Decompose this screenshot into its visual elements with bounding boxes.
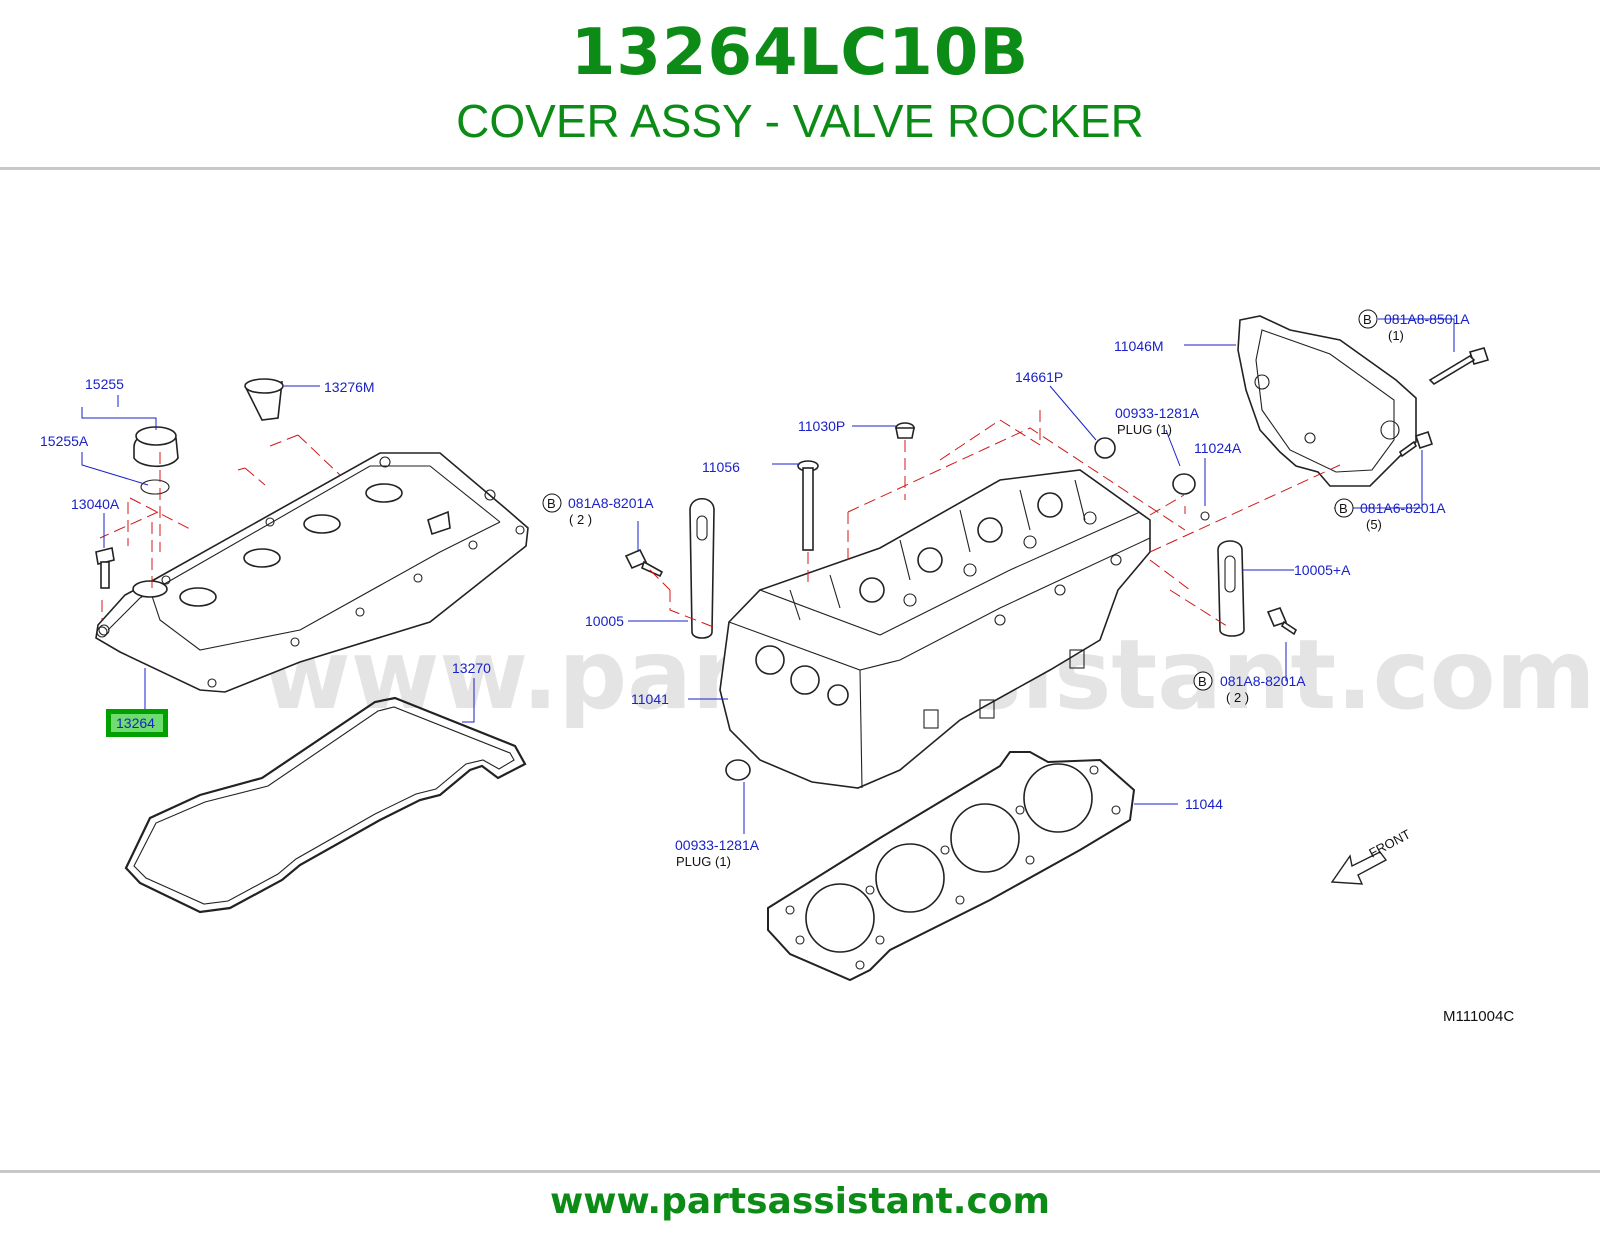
pin-11024a-illustration bbox=[1200, 511, 1210, 521]
front-label: FRONT bbox=[1366, 826, 1413, 860]
callout-11046m[interactable]: 11046M bbox=[1114, 338, 1164, 354]
callout-14661p[interactable]: 14661P bbox=[1015, 369, 1063, 385]
cover-gasket-illustration bbox=[124, 696, 527, 914]
qty-081a8-8501a: (1) bbox=[1388, 328, 1404, 343]
part-description-title: COVER ASSY - VALVE ROCKER bbox=[456, 95, 1144, 147]
highlight-fill bbox=[111, 714, 163, 732]
callout-11041[interactable]: 11041 bbox=[631, 691, 669, 707]
plug-bottom-illustration bbox=[725, 759, 751, 781]
plug-label-bottom: PLUG (1) bbox=[676, 854, 731, 869]
b-marker-left-letter: B bbox=[547, 496, 556, 511]
qty-081a8-8201a-right: ( 2 ) bbox=[1226, 690, 1249, 705]
plug-11030p-illustration bbox=[895, 422, 915, 439]
b-marker-bottom-right: B bbox=[1193, 671, 1213, 691]
callout-081a8-8201a-left[interactable]: 081A8-8201A bbox=[568, 495, 654, 511]
bolt-081a8-left-illustration bbox=[624, 548, 664, 578]
b-marker-bottom-right-letter: B bbox=[1198, 674, 1207, 689]
page-header: 13264LC10B COVER ASSY - VALVE ROCKER bbox=[0, 0, 1600, 170]
callout-11056[interactable]: 11056 bbox=[702, 459, 740, 475]
callout-13276m[interactable]: 13276M bbox=[324, 379, 375, 395]
callout-081a8-8501a[interactable]: 081A8-8501A bbox=[1384, 311, 1470, 327]
cylinder-head-illustration bbox=[719, 469, 1151, 789]
highlighted-part-13264[interactable]: 13264 bbox=[106, 709, 168, 737]
parts-diagram: www.partsassistant.com bbox=[0, 290, 1600, 1050]
callout-10005a[interactable]: 10005+A bbox=[1294, 562, 1351, 578]
part-number-title: 13264LC10B bbox=[570, 16, 1030, 90]
callout-00933-1281a-top[interactable]: 00933-1281A bbox=[1115, 405, 1200, 421]
callout-00933-1281a-bottom[interactable]: 00933-1281A bbox=[675, 837, 760, 853]
callout-11044[interactable]: 11044 bbox=[1185, 796, 1223, 812]
grommet-illustration bbox=[244, 378, 284, 421]
bolt-081a6-8201a-illustration bbox=[1398, 430, 1434, 458]
callout-15255a[interactable]: 15255A bbox=[40, 433, 89, 449]
diagram-code: M111004C bbox=[1443, 1008, 1514, 1025]
engine-slinger-right-illustration bbox=[1217, 540, 1245, 637]
oil-filler-cap-illustration bbox=[133, 426, 179, 495]
head-gasket-illustration bbox=[767, 751, 1136, 982]
plug-label-top: PLUG (1) bbox=[1117, 422, 1172, 437]
head-bolt-illustration bbox=[797, 460, 819, 551]
callout-081a6-8201a[interactable]: 081A6-8201A bbox=[1360, 500, 1446, 516]
callout-11024a[interactable]: 11024A bbox=[1194, 440, 1242, 456]
cover-bolt-illustration bbox=[95, 547, 115, 636]
footer-url[interactable]: www.partsassistant.com bbox=[549, 1181, 1051, 1222]
qty-081a8-8201a-left: ( 2 ) bbox=[569, 512, 592, 527]
b-marker-top-right: B bbox=[1358, 309, 1378, 329]
plug-14661p-illustration bbox=[1094, 437, 1116, 459]
bolt-081a8-right-illustration bbox=[1266, 607, 1298, 636]
callout-13264[interactable]: 13264 bbox=[116, 715, 155, 731]
callout-11030p[interactable]: 11030P bbox=[798, 418, 845, 434]
plug-top-illustration bbox=[1172, 473, 1196, 495]
callout-15255[interactable]: 15255 bbox=[85, 376, 124, 392]
valve-rocker-cover-illustration bbox=[95, 452, 529, 693]
b-marker-mid-right-letter: B bbox=[1339, 501, 1348, 516]
engine-slinger-left-illustration bbox=[689, 497, 715, 639]
header-divider bbox=[0, 167, 1600, 170]
callout-13040a[interactable]: 13040A bbox=[71, 496, 120, 512]
bolt-081a8-8501a-illustration bbox=[1428, 347, 1490, 386]
b-marker-top-right-letter: B bbox=[1363, 312, 1372, 327]
front-direction-arrow: FRONT bbox=[1330, 826, 1413, 885]
b-marker-mid-right: B bbox=[1334, 498, 1354, 518]
qty-081a6-8201a: (5) bbox=[1366, 517, 1382, 532]
callout-081a8-8201a-right[interactable]: 081A8-8201A bbox=[1220, 673, 1306, 689]
footer-divider bbox=[0, 1170, 1600, 1173]
rear-cover-illustration bbox=[1237, 315, 1417, 487]
callout-10005[interactable]: 10005 bbox=[585, 613, 624, 629]
callout-13270[interactable]: 13270 bbox=[452, 660, 491, 676]
b-marker-left: B bbox=[542, 493, 562, 513]
